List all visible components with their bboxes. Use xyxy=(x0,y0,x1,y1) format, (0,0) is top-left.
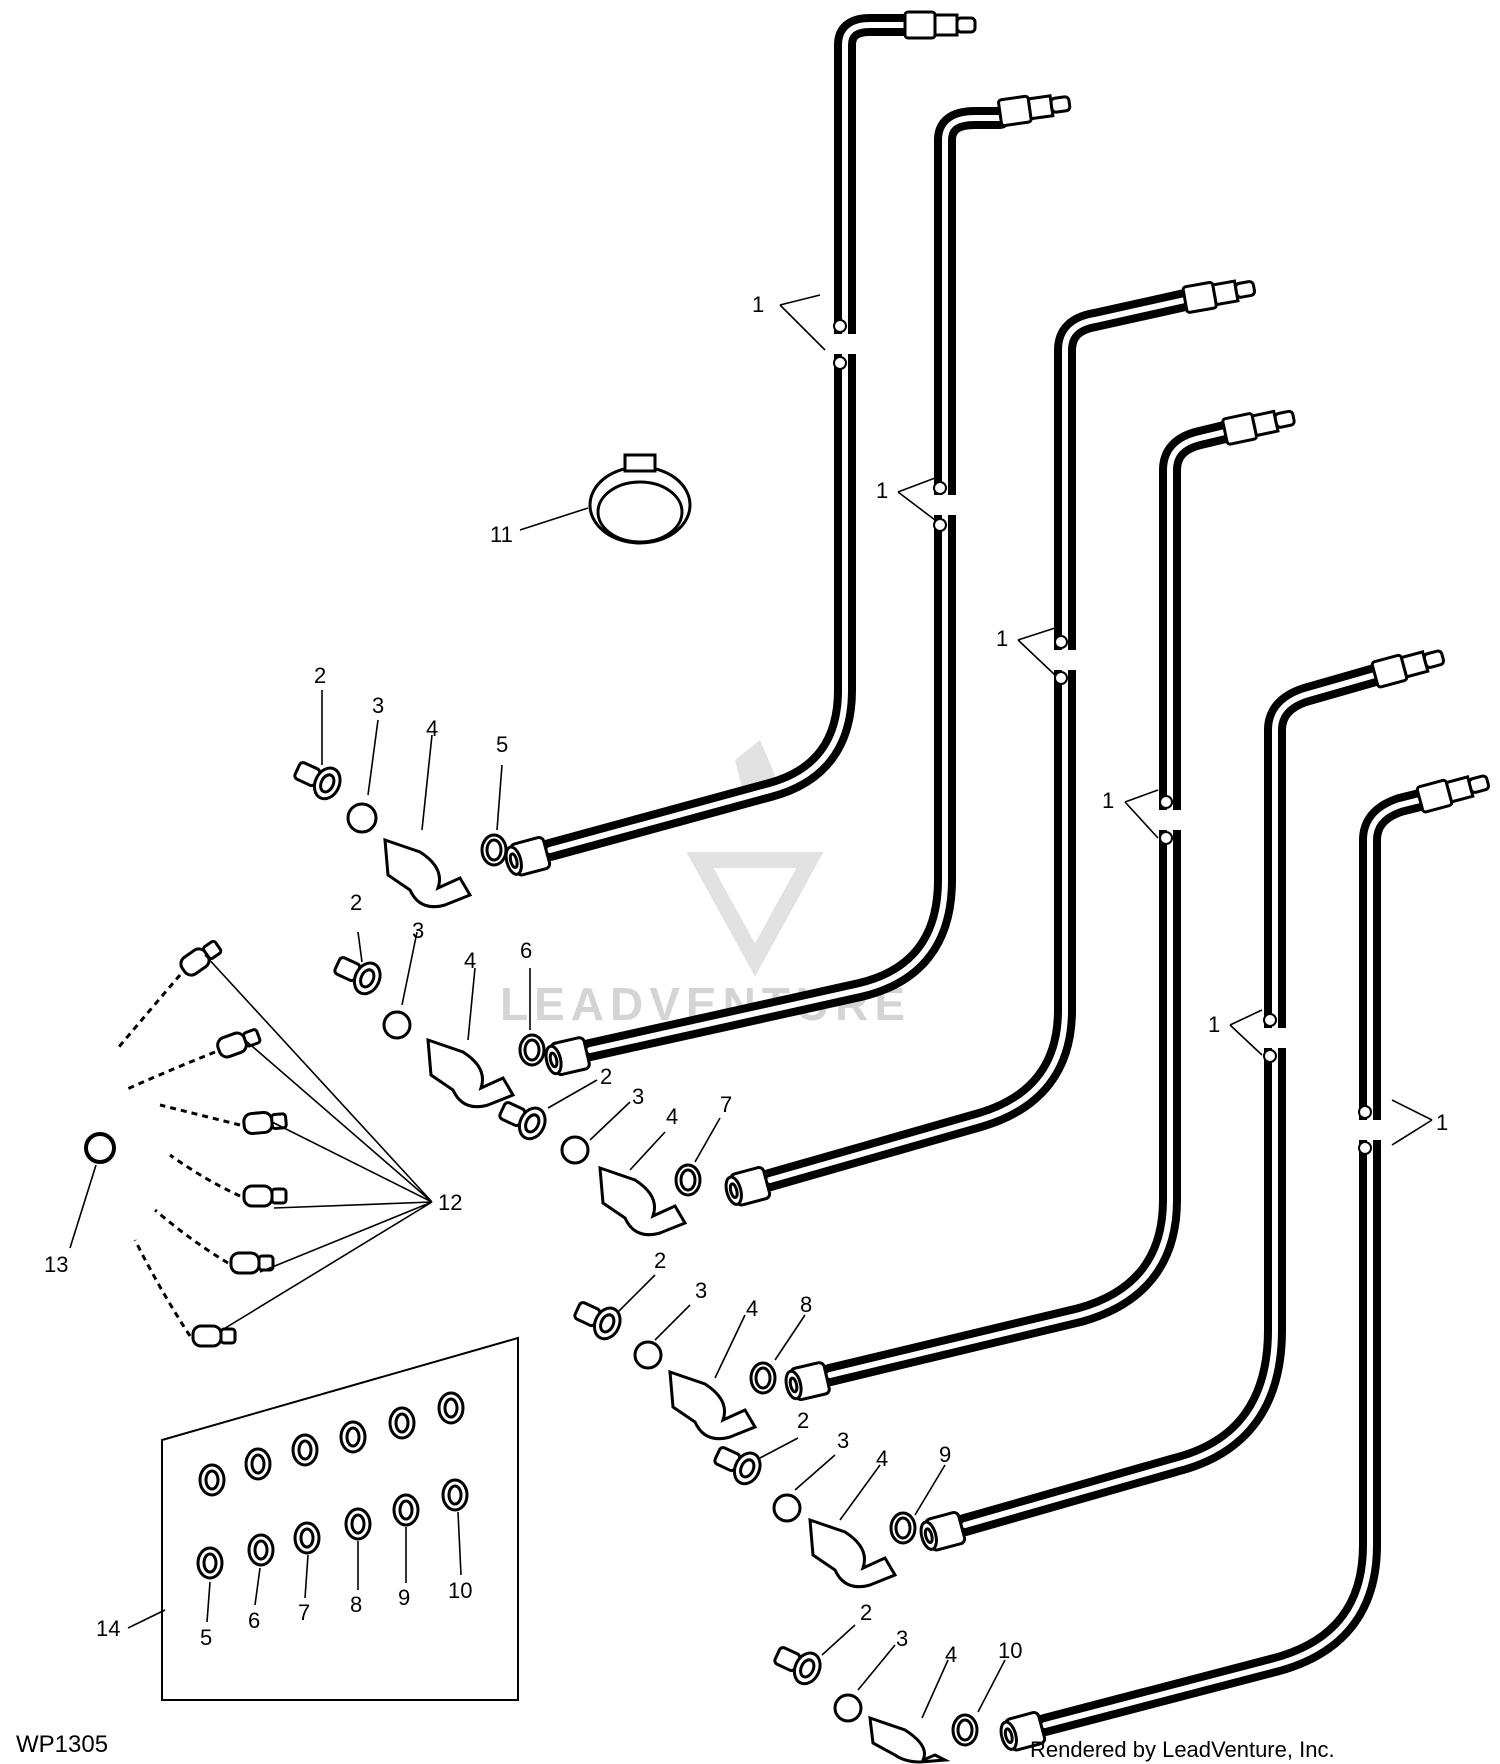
callout-band-9: 9 xyxy=(939,1442,951,1467)
hose-c xyxy=(759,289,1196,1191)
hoses xyxy=(539,14,1431,1736)
elbow xyxy=(383,837,473,909)
fitting-groups xyxy=(293,761,979,1764)
callout-o-ring: 3 xyxy=(837,1428,849,1453)
callout-connector: 2 xyxy=(314,663,326,688)
connector xyxy=(293,761,342,801)
callout-band-9: 9 xyxy=(398,1585,410,1610)
hose-b xyxy=(579,107,1011,1061)
hose-e xyxy=(954,664,1386,1536)
hose-f xyxy=(1034,789,1431,1736)
callout-connector: 2 xyxy=(797,1408,809,1433)
callout-band-5: 5 xyxy=(496,732,508,757)
dust-caps xyxy=(179,939,288,1348)
callout-connector: 2 xyxy=(600,1064,612,1089)
callout-elbow: 4 xyxy=(666,1104,678,1129)
hose-d xyxy=(819,421,1236,1386)
figure-id: WP1305 xyxy=(16,1731,108,1758)
band-kit xyxy=(161,1336,519,1701)
callout-o-ring: 3 xyxy=(695,1278,707,1303)
callout-band-8: 8 xyxy=(800,1292,812,1317)
callout-hose: 1 xyxy=(1102,788,1114,813)
callout-labels: 1 1 1 1 1 1 2 3 4 5 2 3 4 6 2 3 4 7 2 3 … xyxy=(44,292,1448,1667)
band-kit-bands xyxy=(196,1391,469,1580)
callout-band-6: 6 xyxy=(520,938,532,963)
callout-band-10: 10 xyxy=(998,1638,1022,1663)
callout-o-ring: 3 xyxy=(412,918,424,943)
fitting-group-1 xyxy=(293,761,508,909)
callout-o-ring: 3 xyxy=(632,1084,644,1109)
callout-dust-cap: 12 xyxy=(438,1190,462,1215)
callout-band-7: 7 xyxy=(298,1600,310,1625)
o-ring-loose xyxy=(84,1132,116,1164)
dust-cap-chains xyxy=(116,974,241,1337)
callout-hose: 1 xyxy=(1208,1012,1220,1037)
callout-hose: 1 xyxy=(1436,1110,1448,1135)
callout-clamp: 11 xyxy=(490,522,513,547)
callout-connector: 2 xyxy=(654,1248,666,1273)
hose-a xyxy=(539,14,916,861)
callout-band-5: 5 xyxy=(200,1625,212,1650)
callout-hose: 1 xyxy=(876,478,888,503)
hose-nuts-bottom xyxy=(504,836,1047,1752)
credit-line: Rendered by LeadVenture, Inc. xyxy=(1030,1737,1335,1762)
fitting-group-5 xyxy=(713,1446,917,1589)
callout-o-ring: 3 xyxy=(896,1626,908,1651)
callout-band-10: 10 xyxy=(448,1578,472,1603)
fitting-group-4 xyxy=(573,1301,777,1441)
callout-connector: 2 xyxy=(860,1600,872,1625)
callout-o-ring: 3 xyxy=(372,693,384,718)
fitting-group-2 xyxy=(333,956,546,1109)
callout-band-kit: 14 xyxy=(96,1616,120,1641)
callout-elbow: 4 xyxy=(945,1642,957,1667)
o-ring xyxy=(346,802,378,834)
leader-lines xyxy=(69,294,1433,1719)
callout-elbow: 4 xyxy=(746,1296,758,1321)
callout-connector: 2 xyxy=(350,890,362,915)
callout-hose: 1 xyxy=(752,292,764,317)
callout-hose: 1 xyxy=(996,626,1008,651)
callout-band-6: 6 xyxy=(248,1608,260,1633)
callout-elbow: 4 xyxy=(464,948,476,973)
callout-band-7: 7 xyxy=(720,1092,732,1117)
callout-elbow: 4 xyxy=(426,716,438,741)
hose-couplers-top xyxy=(903,10,1491,814)
callout-band-8: 8 xyxy=(350,1592,362,1617)
hose-clamp xyxy=(588,453,692,545)
callout-elbow: 4 xyxy=(876,1446,888,1471)
fitting-group-3 xyxy=(498,1101,702,1237)
callout-o-ring-loose: 13 xyxy=(44,1252,68,1277)
fitting-group-6 xyxy=(773,1646,979,1764)
